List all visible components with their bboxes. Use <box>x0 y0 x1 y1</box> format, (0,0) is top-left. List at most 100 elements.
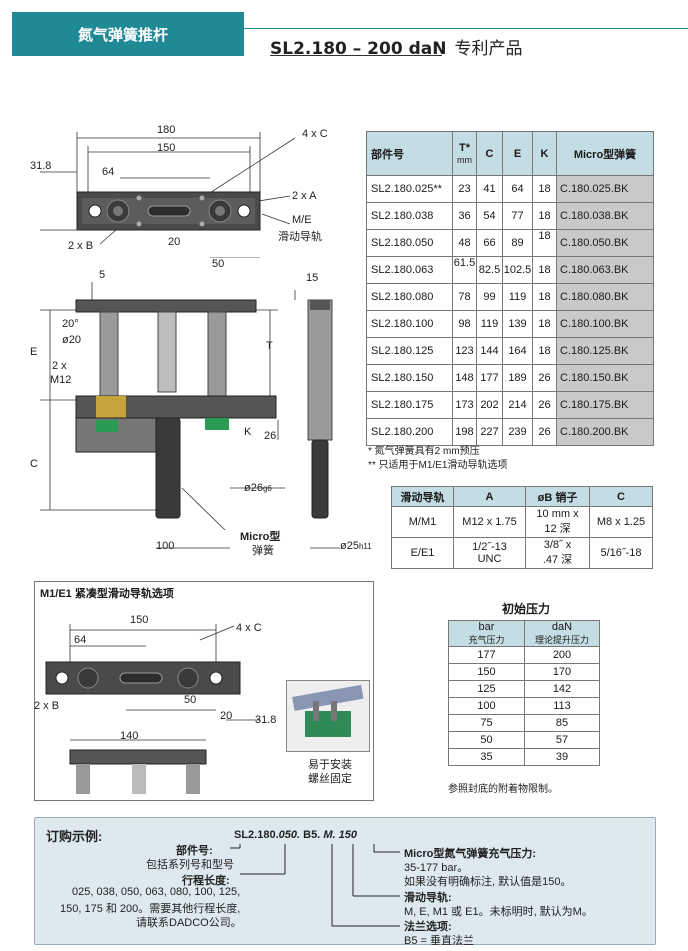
rail-header-row: 滑动导轨 A øB 销子 C <box>391 486 653 507</box>
dim-100: 100 <box>156 540 175 552</box>
cell: 227 <box>476 418 503 446</box>
dim-m12: M12 <box>50 374 72 386</box>
spec-note-1: * 氮气弹簧具有2 mm预压 <box>368 446 480 457</box>
cell: SL2.180.050 <box>366 229 453 257</box>
cell: C.180.025.BK <box>556 175 654 203</box>
cell: 98 <box>452 310 477 338</box>
cell: SL2.180.025** <box>366 175 453 203</box>
cell: 75 <box>448 714 525 732</box>
compact-dim-50: 50 <box>184 694 197 706</box>
order-code-prefix: SL2.180. <box>234 829 279 841</box>
order-flange-desc: B5 = 垂直法兰 <box>404 935 474 947</box>
spec-col-t-label: T* <box>459 141 470 154</box>
dim-20deg: 20° <box>62 318 79 330</box>
cell: 125 <box>448 680 525 698</box>
dim-phi26-value: ø26 <box>244 482 263 494</box>
order-stroke-desc-1: 025, 038, 050, 063, 080, 100, 125, <box>72 886 241 898</box>
cell: M12 x 1.75 <box>453 506 526 538</box>
spec-col-k: K <box>532 131 557 176</box>
cell: 50 <box>448 731 525 749</box>
cell: C.180.063.BK <box>556 256 654 284</box>
dim-2xb: 2 x B <box>68 240 94 252</box>
dim-2xa: 2 x A <box>292 190 317 202</box>
cell: 89 <box>502 229 533 257</box>
cell: E/E1 <box>391 537 454 569</box>
dim-50: 50 <box>212 258 225 270</box>
spec-col-micro: Micro型弹簧 <box>556 131 654 176</box>
cell: 202 <box>476 391 503 419</box>
cell: SL2.180.175 <box>366 391 453 419</box>
order-code: SL2.180.050. B5. M. 150 <box>234 829 357 841</box>
spec-header-row: 部件号 T*mm C E K Micro型弹簧 <box>366 131 654 176</box>
compact-dim-2xb: 2 x B <box>34 700 60 712</box>
dim-micro: Micro型 <box>240 531 281 543</box>
cell: 100 <box>448 697 525 715</box>
cell: 119 <box>476 310 503 338</box>
cell: 177 <box>448 646 525 664</box>
order-stroke-desc-3: 请联系DADCO公司。 <box>136 917 242 929</box>
cell: C.180.100.BK <box>556 310 654 338</box>
cell: 119 <box>502 283 533 311</box>
dim-phi26-tol: g6 <box>262 484 272 493</box>
cell: 113 <box>524 697 600 715</box>
cell: 123 <box>452 337 477 365</box>
cell: M/M1 <box>391 506 454 538</box>
cell: 41 <box>476 175 503 203</box>
dim-26: 26 <box>264 430 277 442</box>
order-leader-lines <box>230 844 400 927</box>
cell: 177 <box>476 364 503 392</box>
cell: 64 <box>502 175 533 203</box>
top-view-drawing <box>40 132 296 258</box>
dim-64: 64 <box>102 166 115 178</box>
cell: C.180.038.BK <box>556 202 654 230</box>
cell: 189 <box>502 364 533 392</box>
spec-col-t: T*mm <box>452 131 477 176</box>
order-pressure-desc-2: 如果没有明确标注, 默认值是150。 <box>404 876 572 888</box>
cell: 239 <box>502 418 533 446</box>
dim-4xc: 4 x C <box>302 128 328 140</box>
dim-e: E <box>30 346 38 358</box>
photo-caption-2: 螺丝固定 <box>308 773 352 785</box>
cell-line: 12 深 <box>544 523 571 535</box>
cell: 57 <box>524 731 600 749</box>
compact-dim-20: 20 <box>220 710 233 722</box>
dim-phi25-tol: h11 <box>358 542 372 551</box>
cell: 18 <box>532 256 557 284</box>
dim-me-label: 滑动导轨 <box>278 231 322 243</box>
photo-caption-1: 易于安装 <box>308 759 352 771</box>
dim-20: 20 <box>168 236 181 248</box>
cell: C.180.080.BK <box>556 283 654 311</box>
cell: 54 <box>476 202 503 230</box>
pressure-col-bar-sub: 充气压力 <box>468 635 505 645</box>
cell: C.180.050.BK <box>556 229 654 257</box>
cell: 102.5 <box>502 256 533 284</box>
rail-col-c: C <box>589 486 653 507</box>
cell: 18 <box>532 229 557 257</box>
rail-col-b: øB 销子 <box>525 486 590 507</box>
cell: SL2.180.100 <box>366 310 453 338</box>
compact-dim-31-8: 31.8 <box>255 714 277 726</box>
cell: 139 <box>502 310 533 338</box>
cell: 170 <box>524 663 600 681</box>
cell-line: .47 深 <box>542 554 573 566</box>
cell: 18 <box>532 283 557 311</box>
header-rule <box>244 28 688 29</box>
cell: 39 <box>524 748 600 766</box>
pressure-col-dan-label: daN <box>551 621 573 633</box>
dim-phi25: ø25h11 <box>340 540 372 552</box>
cell: 99 <box>476 283 503 311</box>
dim-180: 180 <box>157 124 176 136</box>
category-title: 氮气弹簧推杆 <box>78 25 169 44</box>
cell-line: UNC <box>477 553 502 565</box>
cell: M8 x 1.25 <box>589 506 653 538</box>
cell: 214 <box>502 391 533 419</box>
